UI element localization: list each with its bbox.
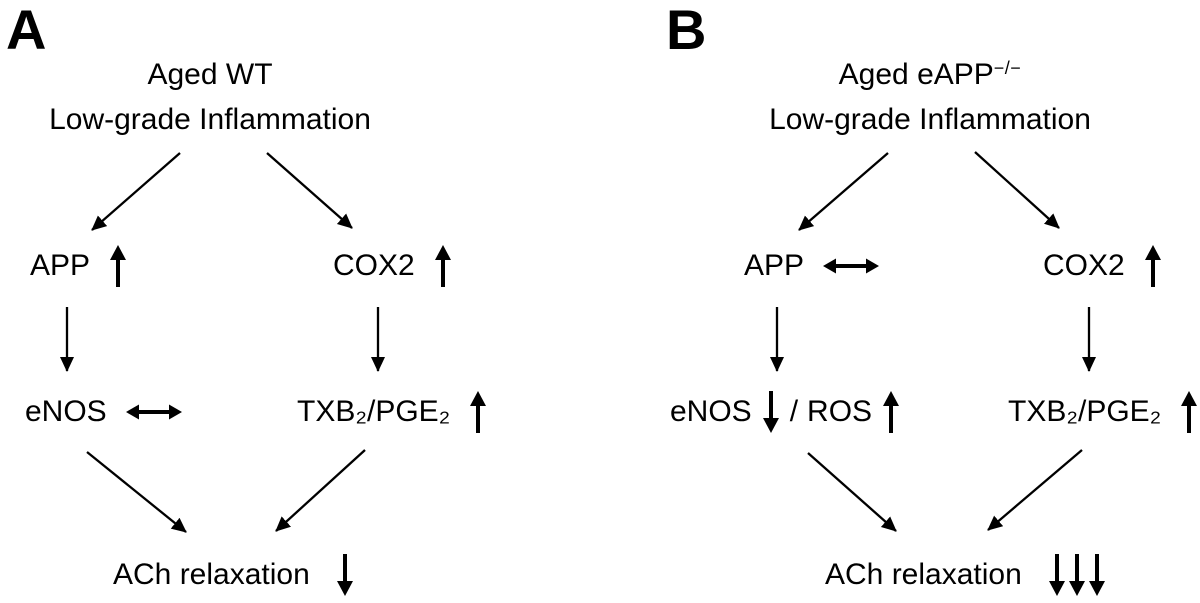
edge-inflammation-to-app-a xyxy=(91,152,181,231)
up-arrow-icon xyxy=(434,245,451,287)
edge-inflammation-to-cox2-a xyxy=(266,152,353,229)
edge-txb2pge2-to-ach-a xyxy=(275,449,366,532)
up-arrow-icon xyxy=(470,391,487,433)
down-arrow-icon xyxy=(1088,554,1105,596)
edge-inflammation-to-app-b xyxy=(798,152,889,231)
up-arrow-icon xyxy=(1144,245,1161,287)
panel-a-label: A xyxy=(6,0,46,61)
panel-b-subtitle: Low-grade Inflammation xyxy=(769,103,1091,136)
panel-b-title: Aged eAPP−/− xyxy=(839,50,1022,93)
trend-arrow xyxy=(822,256,880,276)
node-text: COX2 xyxy=(333,249,415,282)
node-text: eNOS xyxy=(670,395,752,428)
node-cox2-a: COX2 xyxy=(333,243,453,289)
panel-b-title-superscript: −/− xyxy=(993,58,1022,78)
node-text: eNOS xyxy=(25,395,107,428)
panel-b-label: B xyxy=(666,0,706,61)
node-text: ACh relaxation xyxy=(113,558,310,591)
down-arrow-icon xyxy=(1068,554,1085,596)
node-enos-ros-b: eNOS /ROS xyxy=(670,389,901,435)
node-ach-relaxation-a: ACh relaxation xyxy=(113,552,355,598)
node-text: ACh relaxation xyxy=(825,558,1022,591)
node-txb2pge2-b: TXB₂/PGE₂ xyxy=(1008,389,1199,435)
up-arrow-icon xyxy=(883,391,900,433)
trend-arrow xyxy=(125,402,183,422)
trend-arrow xyxy=(108,245,128,287)
node-cox2-b: COX2 xyxy=(1043,243,1163,289)
down-arrow-icon xyxy=(762,391,779,433)
trend-arrow xyxy=(1179,391,1199,433)
panel-b-title-text: Aged eAPP xyxy=(838,57,994,91)
node-text: APP xyxy=(30,249,91,282)
node-app-b: APP xyxy=(744,243,880,289)
down-arrow-icon xyxy=(336,554,353,596)
trend-arrow xyxy=(1047,554,1107,596)
trend-arrow xyxy=(335,554,355,596)
edge-enos-to-ach-a xyxy=(86,451,187,533)
node-enos-a: eNOS xyxy=(25,389,183,435)
node-text: ROS xyxy=(807,395,873,428)
edge-inflammation-to-cox2-b xyxy=(974,151,1060,229)
panel-a-subtitle: Low-grade Inflammation xyxy=(49,103,371,136)
trend-arrow xyxy=(468,391,488,433)
edge-txb2pge2-to-ach-b xyxy=(987,449,1083,531)
up-arrow-icon xyxy=(1181,391,1198,433)
trend-arrow xyxy=(1143,245,1163,287)
panel-a-title-text: Aged WT xyxy=(147,57,273,91)
node-text: COX2 xyxy=(1043,249,1125,282)
left-right-arrow-icon xyxy=(823,258,880,274)
node-ach-relaxation-b: ACh relaxation xyxy=(825,552,1107,598)
node-text: TXB₂/PGE₂ xyxy=(1008,395,1162,428)
trend-arrow xyxy=(433,245,453,287)
node-txb2pge2-a: TXB₂/PGE₂ xyxy=(297,389,488,435)
trend-arrow xyxy=(881,391,901,433)
up-arrow-icon xyxy=(110,245,127,287)
node-text: / xyxy=(789,395,799,428)
node-app-a: APP xyxy=(30,243,128,289)
node-text: APP xyxy=(744,249,805,282)
left-right-arrow-icon xyxy=(125,404,182,420)
trend-arrow xyxy=(761,391,781,433)
panel-a-title: Aged WT xyxy=(147,50,272,93)
node-text: TXB₂/PGE₂ xyxy=(297,395,451,428)
down-arrow-icon xyxy=(1048,554,1065,596)
edge-enosros-to-ach-b xyxy=(807,452,897,532)
